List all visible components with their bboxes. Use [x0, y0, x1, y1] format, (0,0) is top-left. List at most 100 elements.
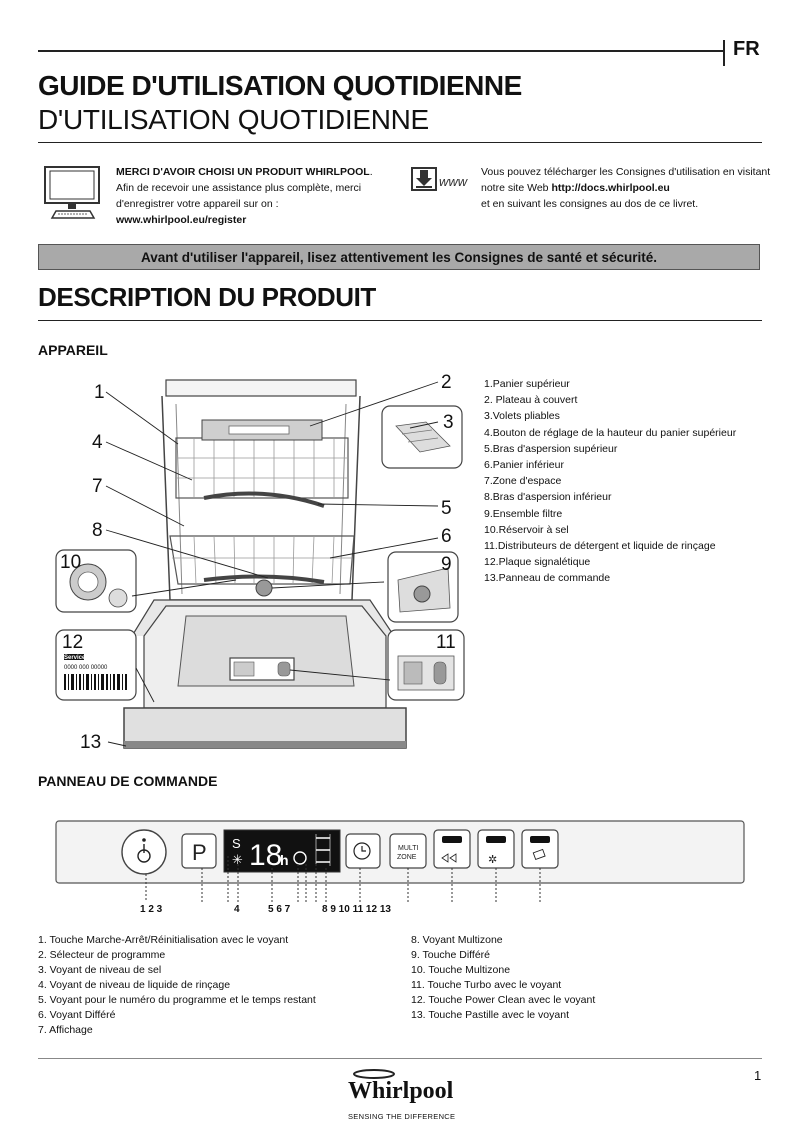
leader-lines: [105, 381, 439, 747]
power-button[interactable]: [121, 829, 167, 875]
legend-item: 4. Voyant de niveau de liquide de rinçag…: [38, 979, 231, 991]
title-rule: [38, 142, 762, 144]
parts-list: 1.Panier supérieur 2. Plateau à couvert 3.…: [484, 376, 736, 587]
legend-item: 1. Touche Marche-Arrêt/Réinitialisation …: [38, 934, 289, 946]
section-rule: [38, 320, 762, 322]
callout-13: 13: [80, 732, 101, 753]
salt-indicator: S: [232, 836, 241, 851]
part-item: 6.Panier inférieur: [484, 459, 564, 472]
part-item: 7.Zone d'espace: [484, 475, 562, 488]
part-item: 2. Plateau à couvert: [484, 394, 578, 407]
callout-10: 10: [60, 552, 81, 573]
turbo-button[interactable]: [433, 829, 471, 869]
rinse-indicator-icon: ✳: [232, 853, 243, 868]
legend-item: 13. Touche Pastille avec le voyant: [411, 1009, 569, 1021]
callout-7: 7: [92, 476, 103, 497]
www-label: www: [439, 174, 469, 189]
docs-link[interactable]: http://docs.whirlpool.eu: [551, 182, 670, 194]
top-panel: [165, 379, 357, 397]
program-button[interactable]: P: [181, 833, 217, 869]
download-text: Vous pouvez télécharger les Consignes d'…: [481, 166, 771, 194]
upper-spray-arm: [203, 491, 325, 508]
panel-numbers-3: 5 6 7: [268, 904, 291, 915]
section-title: DESCRIPTION DU PRODUIT: [38, 282, 376, 312]
control-panel-diagram: P S ✳ 18 h MULTI ZONE ✲: [55, 820, 745, 915]
thanks-text: MERCI D'AVOIR CHOISI UN PRODUIT WHIRLPOO…: [116, 166, 370, 178]
panel-numbers-4: 8 9 10 11 12 13: [322, 904, 391, 915]
legend-item: 8. Voyant Multizone: [411, 934, 503, 946]
filter: [255, 579, 273, 597]
lang-separator: [723, 40, 725, 66]
panel-numbers-2: 4: [234, 904, 240, 915]
legend-item: 9. Touche Différé: [411, 949, 490, 961]
callout-11: 11: [436, 632, 456, 653]
part-item: 4.Bouton de réglage de la hauteur du pan…: [484, 426, 737, 439]
plate-service: Service:: [64, 655, 87, 661]
register-text: Afin de recevoir une assistance plus com…: [116, 182, 362, 210]
part-item: 13.Panneau de commande: [484, 572, 611, 585]
callout-9: 9: [441, 554, 452, 575]
brand-name: Whirlpool: [348, 1078, 454, 1104]
legend-item: 7. Affichage: [38, 1024, 93, 1036]
legend-item: 5. Voyant pour le numéro du programme et…: [38, 994, 316, 1006]
inset-filter: [387, 551, 459, 623]
footer-rule: [38, 1058, 762, 1059]
inset-salt-reservoir: [55, 549, 137, 613]
brand-tagline: SENSING THE DIFFERENCE: [348, 1112, 455, 1121]
page-subtitle: D'UTILISATION QUOTIDIENNE: [38, 104, 429, 135]
power-clean-button[interactable]: ✲: [477, 829, 515, 869]
download-icon: www: [411, 167, 469, 191]
display-digits: 18: [249, 839, 282, 872]
page-title: GUIDE D'UTILISATION QUOTIDIENNE: [38, 70, 522, 101]
inset-folding-shelves: [381, 405, 463, 469]
legend-item: 3. Voyant de niveau de sel: [38, 964, 162, 976]
legend-item: 6. Voyant Différé: [38, 1009, 116, 1021]
callout-2: 2: [441, 372, 452, 393]
callout-4: 4: [92, 432, 103, 453]
inset-rating-plate: Service: 0000 000 00000: [55, 629, 137, 701]
part-item: 11.Distributeurs de détergent et liquide…: [484, 540, 716, 553]
language-code: FR: [733, 38, 760, 60]
register-link[interactable]: www.whirlpool.eu/register: [116, 214, 247, 226]
program-label: P: [192, 840, 207, 865]
part-item: 8.Bras d'aspersion inférieur: [484, 491, 612, 504]
panel-heading: PANNEAU DE COMMANDE: [38, 773, 218, 789]
zone-label: ZONE: [397, 854, 417, 861]
upper-basket: [175, 437, 349, 499]
part-item: 3.Volets pliables: [484, 410, 560, 423]
part-item: 12.Plaque signalétique: [484, 556, 591, 569]
safety-warning-banner: Avant d'utiliser l'appareil, lisez atten…: [38, 244, 760, 270]
panel-numbers-1: 1 2 3: [140, 904, 163, 915]
panel-legend-right: 8. Voyant Multizone 9. Touche Différé 10. …: [411, 933, 595, 1023]
callout-3: 3: [443, 412, 454, 433]
whirlpool-logo: Whirlpool SENSING THE DIFFERENCE: [348, 1069, 455, 1121]
sparkle-icon: ✲: [488, 853, 497, 866]
callout-5: 5: [441, 498, 452, 519]
part-item: 9.Ensemble filtre: [484, 507, 563, 520]
callout-12: 12: [62, 632, 83, 653]
multi-label: MULTI: [398, 845, 419, 852]
legend-item: 10. Touche Multizone: [411, 964, 511, 976]
part-item: 5.Bras d'aspersion supérieur: [484, 442, 618, 455]
page-number: 1: [754, 1068, 762, 1083]
panel-legend-left: 1. Touche Marche-Arrêt/Réinitialisation …: [38, 933, 316, 1038]
legend-item: 12. Touche Power Clean avec le voyant: [411, 994, 596, 1006]
display: S ✳ 18 h: [223, 829, 341, 873]
part-item: 10.Réservoir à sel: [484, 523, 569, 536]
delay-icon: [293, 851, 307, 865]
callout-8: 8: [92, 520, 103, 541]
callout-6: 6: [441, 526, 452, 547]
register-info: MERCI D'AVOIR CHOISI UN PRODUIT WHIRLPOO…: [116, 166, 373, 226]
tablet-button[interactable]: [521, 829, 559, 869]
callout-1: 1: [94, 382, 105, 403]
display-hours: h: [280, 852, 289, 868]
legend-item: 2. Sélecteur de programme: [38, 949, 166, 961]
top-rule: [38, 50, 725, 52]
delay-button[interactable]: [345, 833, 381, 869]
part-item: 1.Panier supérieur: [484, 378, 570, 390]
legend-item: 11. Touche Turbo avec le voyant: [411, 979, 562, 991]
panel-leaders: [145, 856, 541, 902]
multizone-button[interactable]: MULTI ZONE: [389, 833, 427, 869]
appareil-heading: APPAREIL: [38, 342, 108, 358]
dishwasher-diagram: Service: 0000 000 00000 1 2 3: [55, 372, 465, 753]
